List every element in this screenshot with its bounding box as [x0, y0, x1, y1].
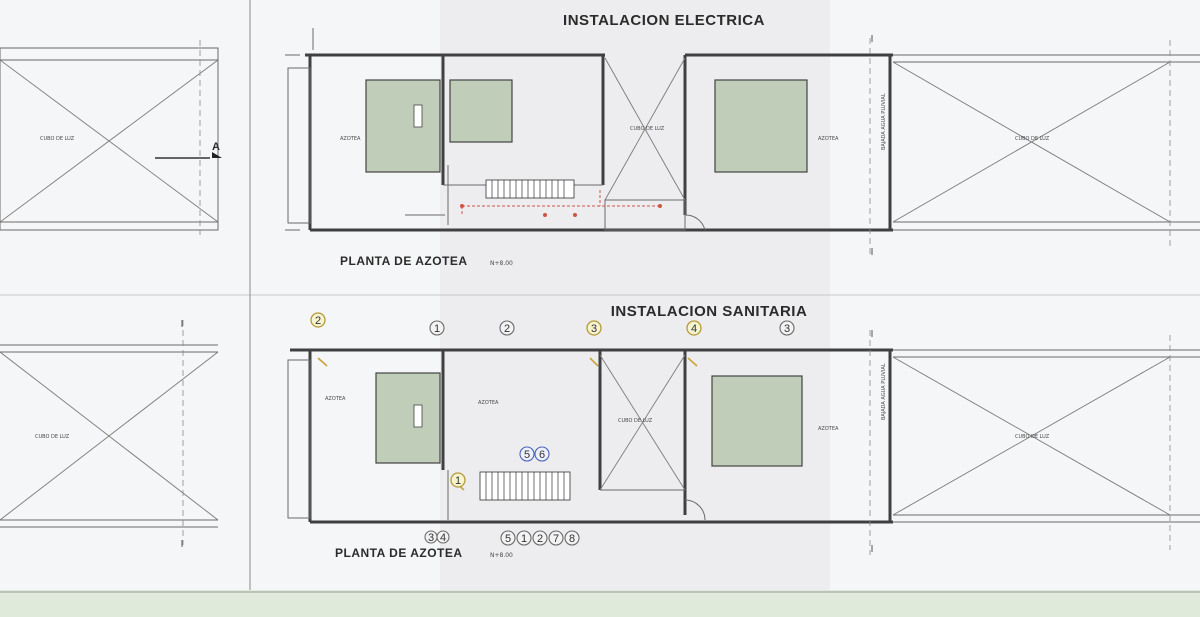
- svg-text:AZOTEA: AZOTEA: [478, 400, 499, 406]
- title-sanitaria: INSTALACION SANITARIA: [611, 303, 808, 320]
- svg-text:1: 1: [521, 533, 527, 545]
- dimension-ticks: [181, 35, 873, 552]
- svg-text:2: 2: [315, 315, 321, 327]
- left-partial-top: CUBO DE LUZ A: [0, 40, 222, 235]
- ref-circle: 5: [500, 530, 516, 546]
- svg-text:7: 7: [553, 533, 559, 545]
- left-partial-bottom: CUBO DE LUZ: [0, 320, 219, 545]
- svg-text:8: 8: [569, 533, 575, 545]
- svg-text:4: 4: [691, 323, 697, 335]
- ref-circle: 7: [548, 530, 564, 546]
- svg-text:2: 2: [537, 533, 543, 545]
- ref-circles-bottom-row: 5 1 2 7 8: [500, 530, 580, 546]
- svg-text:CUBO DE LUZ: CUBO DE LUZ: [35, 434, 70, 440]
- svg-text:3: 3: [428, 532, 434, 544]
- ref-circle-column: 1: [450, 472, 466, 488]
- svg-text:BAJADA AGUA PLUVIAL: BAJADA AGUA PLUVIAL: [881, 363, 887, 420]
- svg-text:6: 6: [539, 449, 545, 461]
- svg-text:3: 3: [784, 323, 790, 335]
- bottom-strip: [0, 590, 1200, 617]
- svg-text:4: 4: [440, 532, 446, 544]
- svg-text:AZOTEA: AZOTEA: [818, 426, 839, 432]
- plan-label-bottom: PLANTA DE AZOTEA: [335, 546, 463, 560]
- right-void-top: CUBO DE LUZ: [892, 40, 1200, 250]
- section-marker: A: [212, 141, 220, 153]
- svg-text:CUBO DE LUZ: CUBO DE LUZ: [40, 136, 75, 142]
- ref-circles-bottom-pair: 3 4: [424, 530, 450, 544]
- svg-text:AZOTEA: AZOTEA: [325, 396, 346, 402]
- ref-circle: 1: [429, 320, 445, 336]
- svg-text:CUBO DE LUZ: CUBO DE LUZ: [1015, 434, 1050, 440]
- plan-top: AZOTEA AZOTEA CUBO DE LUZ BAJADA AGUA PL…: [285, 28, 893, 255]
- svg-text:1: 1: [455, 475, 461, 487]
- ref-circle: 3: [586, 320, 602, 336]
- svg-text:AZOTEA: AZOTEA: [340, 136, 361, 142]
- ref-circle: 4: [686, 320, 702, 336]
- svg-text:1: 1: [434, 323, 440, 335]
- right-void-bottom: CUBO DE LUZ: [892, 335, 1200, 550]
- svg-text:5: 5: [505, 533, 511, 545]
- svg-text:N+8.00: N+8.00: [490, 552, 513, 559]
- ref-circle: 3: [779, 320, 795, 336]
- ref-circle: 1: [516, 530, 532, 546]
- ref-circle: 8: [564, 530, 580, 546]
- svg-text:N+8.00: N+8.00: [490, 260, 513, 267]
- svg-text:AZOTEA: AZOTEA: [818, 136, 839, 142]
- ref-circle: 2: [499, 320, 515, 336]
- plan-label-top: PLANTA DE AZOTEA: [340, 254, 468, 268]
- svg-text:BAJADA AGUA PLUVIAL: BAJADA AGUA PLUVIAL: [881, 93, 887, 150]
- svg-text:CUBO DE LUZ: CUBO DE LUZ: [618, 418, 653, 424]
- plan-bottom: AZOTEA AZOTEA AZOTEA CUBO DE LUZ BAJADA …: [287, 330, 893, 555]
- title-electrica: INSTALACION ELECTRICA: [563, 12, 765, 29]
- svg-text:CUBO DE LUZ: CUBO DE LUZ: [630, 126, 665, 132]
- ref-circle: 2: [310, 312, 326, 328]
- svg-text:2: 2: [504, 323, 510, 335]
- svg-text:CUBO DE LUZ: CUBO DE LUZ: [1015, 136, 1050, 142]
- ref-circle: 4: [436, 530, 450, 544]
- ref-circle: 6: [534, 446, 550, 462]
- ref-circle: 5: [519, 446, 535, 462]
- ref-circle: 2: [532, 530, 548, 546]
- svg-text:3: 3: [591, 323, 597, 335]
- svg-text:5: 5: [524, 449, 530, 461]
- ref-circles-top-row: 2 1 2 3 4 3: [310, 312, 795, 336]
- ref-circles-blue-pair: 5 6: [519, 446, 550, 462]
